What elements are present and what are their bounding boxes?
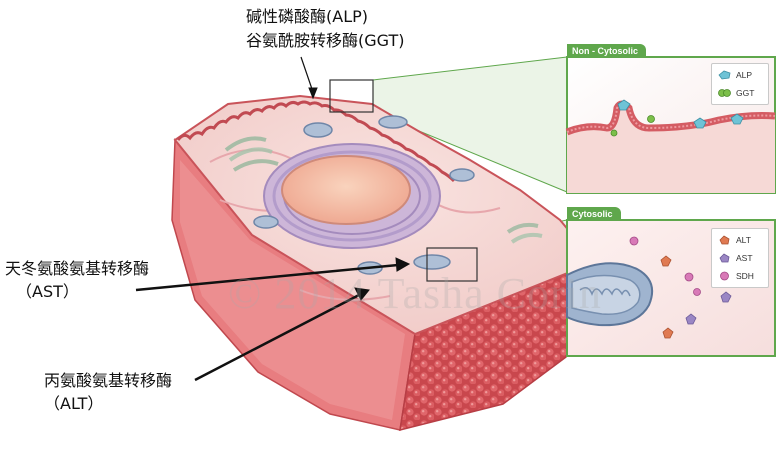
cell-membrane-top [176,100,456,183]
mitochondria [253,115,475,275]
legend-label-sdh: SDH [736,271,754,281]
alt-enzyme-markers [660,255,674,339]
golgi-stack [224,136,279,172]
legend-label-ast: AST [736,253,753,263]
alp-blue-crystal-icon [718,70,731,80]
mitochondrion-zoom [566,262,653,327]
ast-purple-crystal-icon [719,253,730,263]
ggt-green-blob-icon [718,89,731,97]
zoom-region-cytosol [426,247,478,282]
liver-cell-illustration [171,94,597,432]
label-ast-cn: 天冬氨酸氨基转移酶 [5,259,150,278]
label-alp: 碱性磷酸酶(ALP) [246,7,368,26]
label-ast-abbr: （AST） [16,282,79,301]
legend-label-alp: ALP [736,70,753,80]
copyright-watermark: © 2014 Tasha Corin [228,269,602,318]
label-alt-abbr: （ALT） [44,394,104,413]
cytosolic-panel-title: Cytosolic [567,207,621,221]
non-cytosolic-panel-title: Non - Cytosolic [567,44,647,58]
legend-label-ggt: GGT [736,88,755,98]
non-cytosolic-legend: ALP GGT [711,63,769,105]
cytosolic-legend: ALT AST SDH [711,228,769,288]
pointer-arrows [135,56,411,382]
sdh-pink-blob-icon [720,271,729,281]
label-ggt: 谷氨酰胺转移酶(GGT) [246,31,405,50]
nucleus [281,155,411,225]
legend-label-alt: ALT [736,235,751,245]
zoom-region-membrane [329,79,374,113]
label-alt-cn: 丙氨酸氨基转移酶 [44,371,173,390]
alp-enzyme-markers [617,99,744,129]
ggt-enzyme-markers [610,115,655,137]
alt-orange-crystal-icon [719,235,730,245]
ast-enzyme-markers [685,291,732,325]
